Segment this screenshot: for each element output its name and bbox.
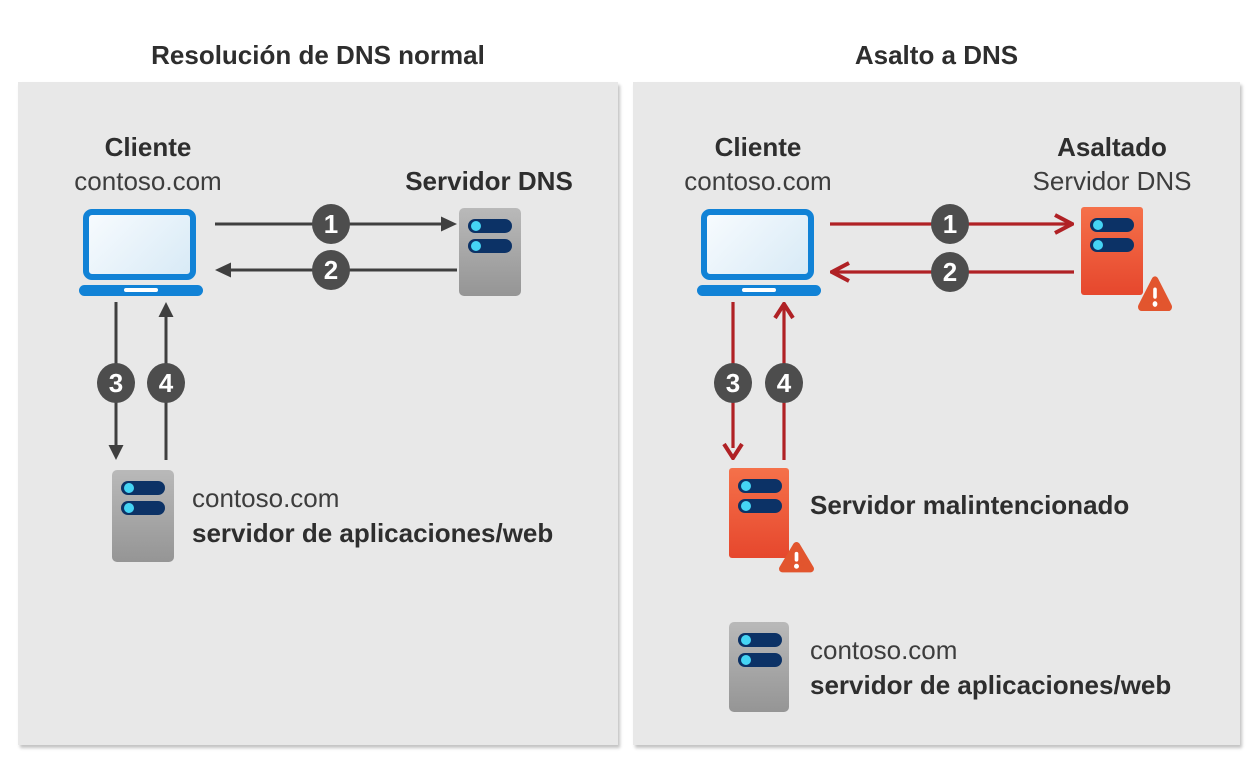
step-badge-3: 3 [97, 363, 135, 403]
client-label: Cliente contoso.com [28, 130, 268, 198]
step-badge-3: 3 [714, 363, 752, 403]
server-led-bar [1090, 218, 1134, 232]
left-diagram-title: Resolución de DNS normal [151, 40, 485, 70]
step-badge-4: 4 [147, 363, 185, 403]
server-led-bar [121, 481, 165, 495]
dns-server-icon [459, 208, 521, 296]
server-led-bar [738, 499, 782, 513]
app-server-role: servidor de aplicaciones/web [192, 518, 554, 548]
client-name: Cliente [714, 132, 802, 162]
dns-server-label: Servidor DNS [405, 166, 573, 196]
server-led-bar [738, 653, 782, 667]
right-diagram-title: Asalto a DNS [854, 40, 1019, 70]
panel-normal-dns: Cliente contoso.com Servidor DNS 1 2 [18, 82, 618, 745]
laptop-base [697, 285, 821, 296]
step-badge-1: 1 [312, 204, 350, 244]
step-badge-4: 4 [765, 363, 803, 403]
app-server-role: servidor de aplicaciones/web [810, 670, 1172, 700]
laptop-base [79, 285, 203, 296]
step-badge-2: 2 [312, 250, 350, 290]
laptop-notch [742, 288, 776, 292]
step-badge-2: 2 [931, 252, 969, 292]
server-led-bar [121, 501, 165, 515]
laptop-icon [701, 209, 814, 280]
app-server-caption: contoso.com servidor de aplicaciones/web [192, 481, 553, 551]
client-domain: contoso.com [74, 166, 222, 196]
server-led-bar [468, 219, 512, 233]
laptop-notch [124, 288, 158, 292]
client-domain: contoso.com [684, 166, 832, 196]
hijacked-dns-label: Asaltado Servidor DNS [1032, 132, 1192, 196]
app-server-icon [112, 470, 174, 562]
server-led-bar [1090, 238, 1134, 252]
app-server-domain: contoso.com [192, 483, 340, 513]
app-server-caption: contoso.com servidor de aplicaciones/web [810, 633, 1171, 703]
step-badge-1: 1 [931, 204, 969, 244]
malicious-server-icon [729, 468, 789, 558]
app-server-domain: contoso.com [810, 635, 958, 665]
malicious-server-label: Servidor malintencionado [810, 490, 1130, 520]
server-led-bar [738, 479, 782, 493]
panel-dns-hijack: Cliente contoso.com Asaltado Servidor DN… [633, 82, 1240, 745]
client-label: Cliente contoso.com [638, 130, 878, 198]
app-server-icon [729, 622, 789, 712]
server-led-bar [738, 633, 782, 647]
warning-icon [779, 542, 814, 573]
warning-icon [1138, 276, 1172, 312]
hijacked-dns-server-icon [1081, 207, 1143, 295]
server-led-bar [468, 239, 512, 253]
client-name: Cliente [104, 132, 192, 162]
laptop-icon [83, 209, 196, 280]
